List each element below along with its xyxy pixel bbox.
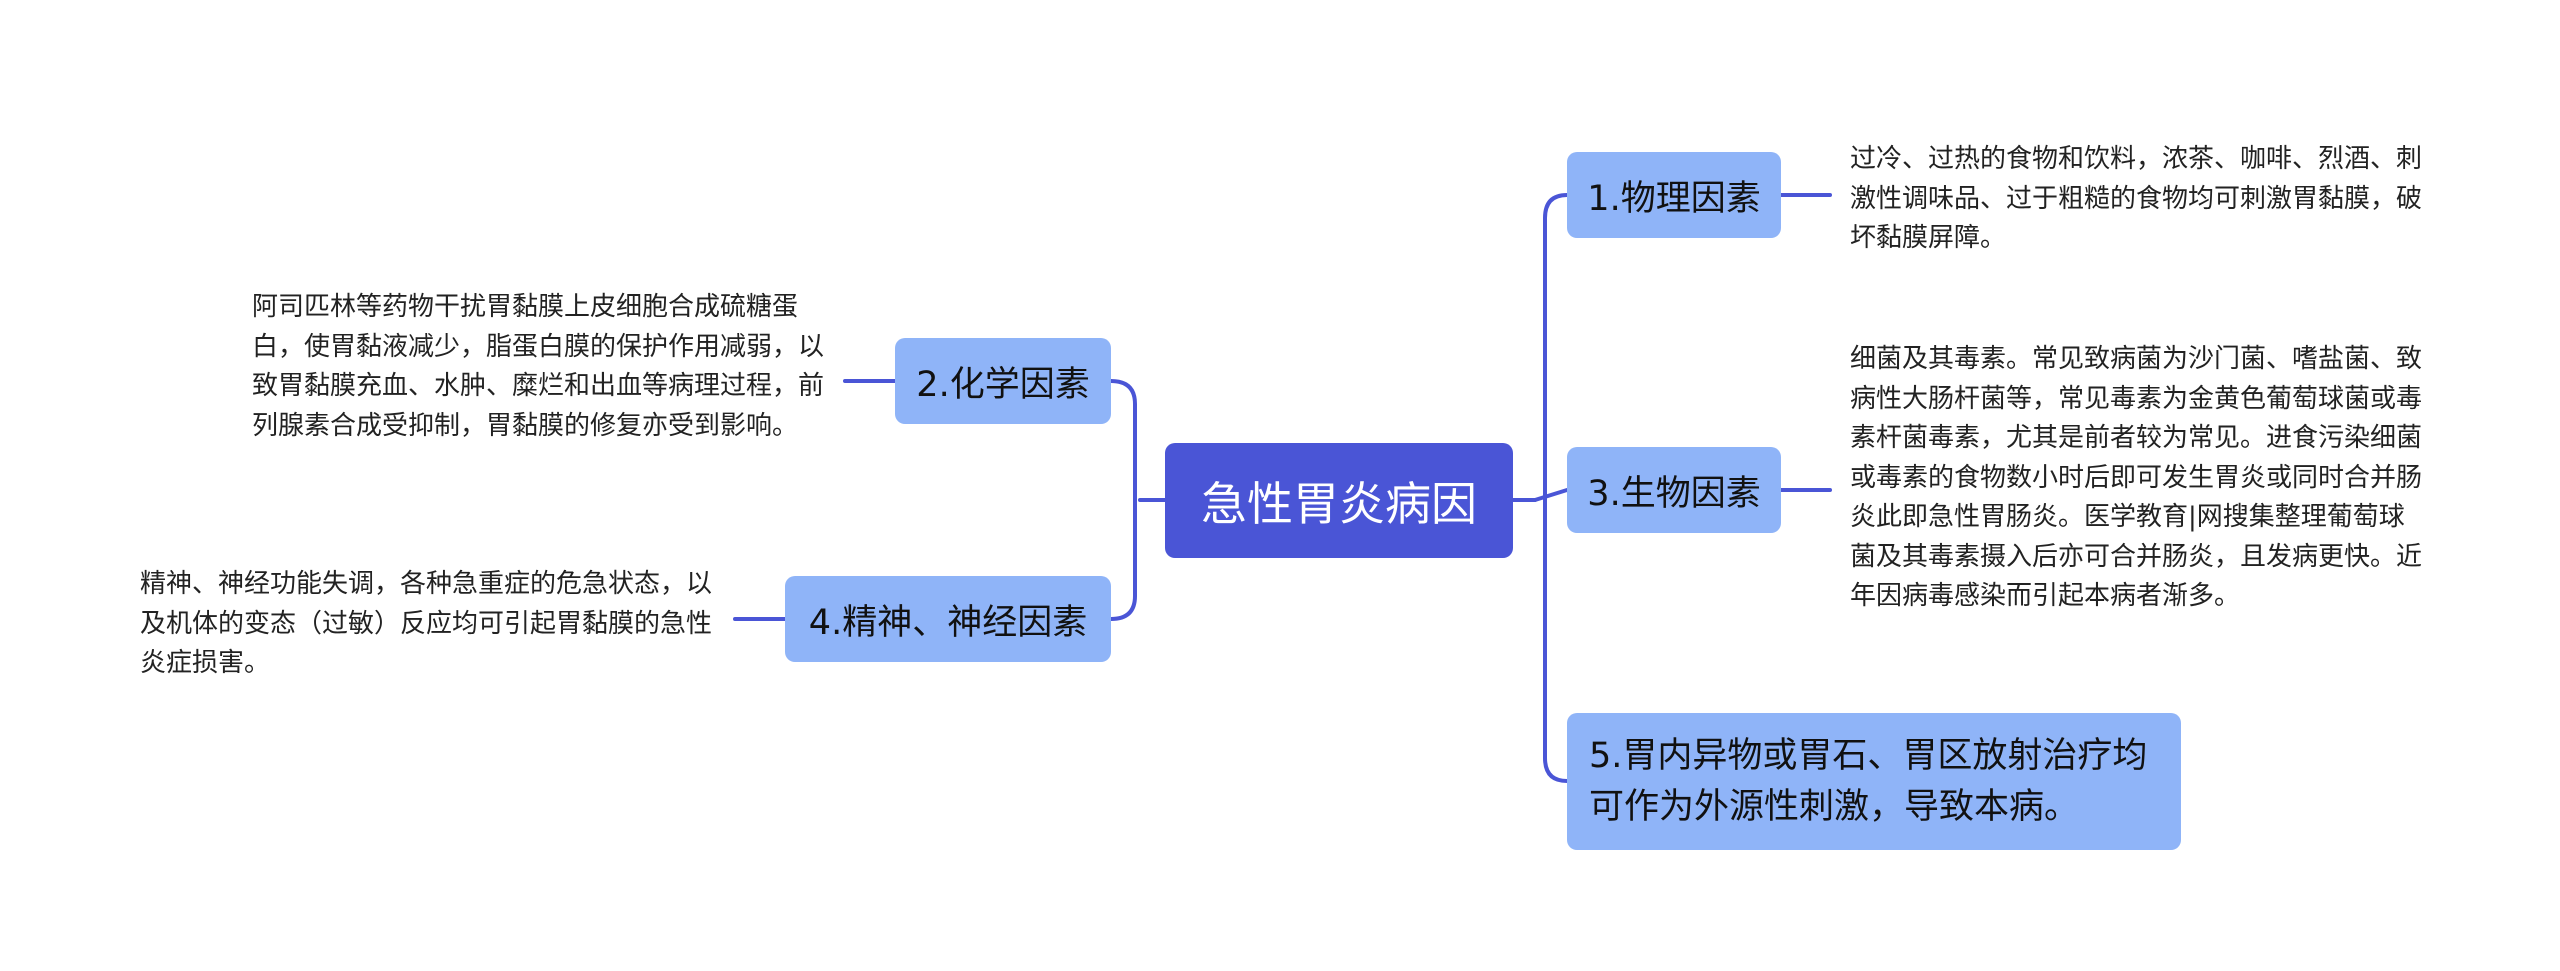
connector-to-biological — [1533, 488, 1569, 502]
branch-mental-neural-factors: 4.精神、神经因素 — [785, 576, 1111, 662]
branch-foreign-body-radiation: 5.胃内异物或胃石、胃区放射治疗均可作为外源性刺激，导致本病。 — [1567, 713, 2181, 850]
branch-biological-factors: 3.生物因素 — [1567, 447, 1781, 533]
branch-chemical-factors: 2.化学因素 — [895, 338, 1111, 424]
detail-mental-neural-factors: 精神、神经功能失调，各种急重症的危急状态，以及机体的变态（过敏）反应均可引起胃黏… — [140, 569, 713, 679]
branch-physical-factors: 1.物理因素 — [1567, 152, 1781, 238]
connector-right-trunk — [1543, 193, 1569, 783]
detail-physical-factors: 过冷、过热的食物和饮料，浓茶、咖啡、烈酒、刺激性调味品、过于粗糙的食物均可刺激胃… — [1850, 144, 2423, 254]
detail-chemical-factors: 阿司匹林等药物干扰胃黏膜上皮细胞合成硫糖蛋白，使胃黏液减少，脂蛋白膜的保护作用减… — [252, 292, 825, 441]
detail-biological-factors: 细菌及其毒素。常见致病菌为沙门菌、嗜盐菌、致病性大肠杆菌等，常见毒素为金黄色葡萄… — [1850, 344, 2423, 612]
root-topic: 急性胃炎病因 — [1165, 443, 1513, 558]
connector-left-trunk — [1109, 379, 1137, 621]
